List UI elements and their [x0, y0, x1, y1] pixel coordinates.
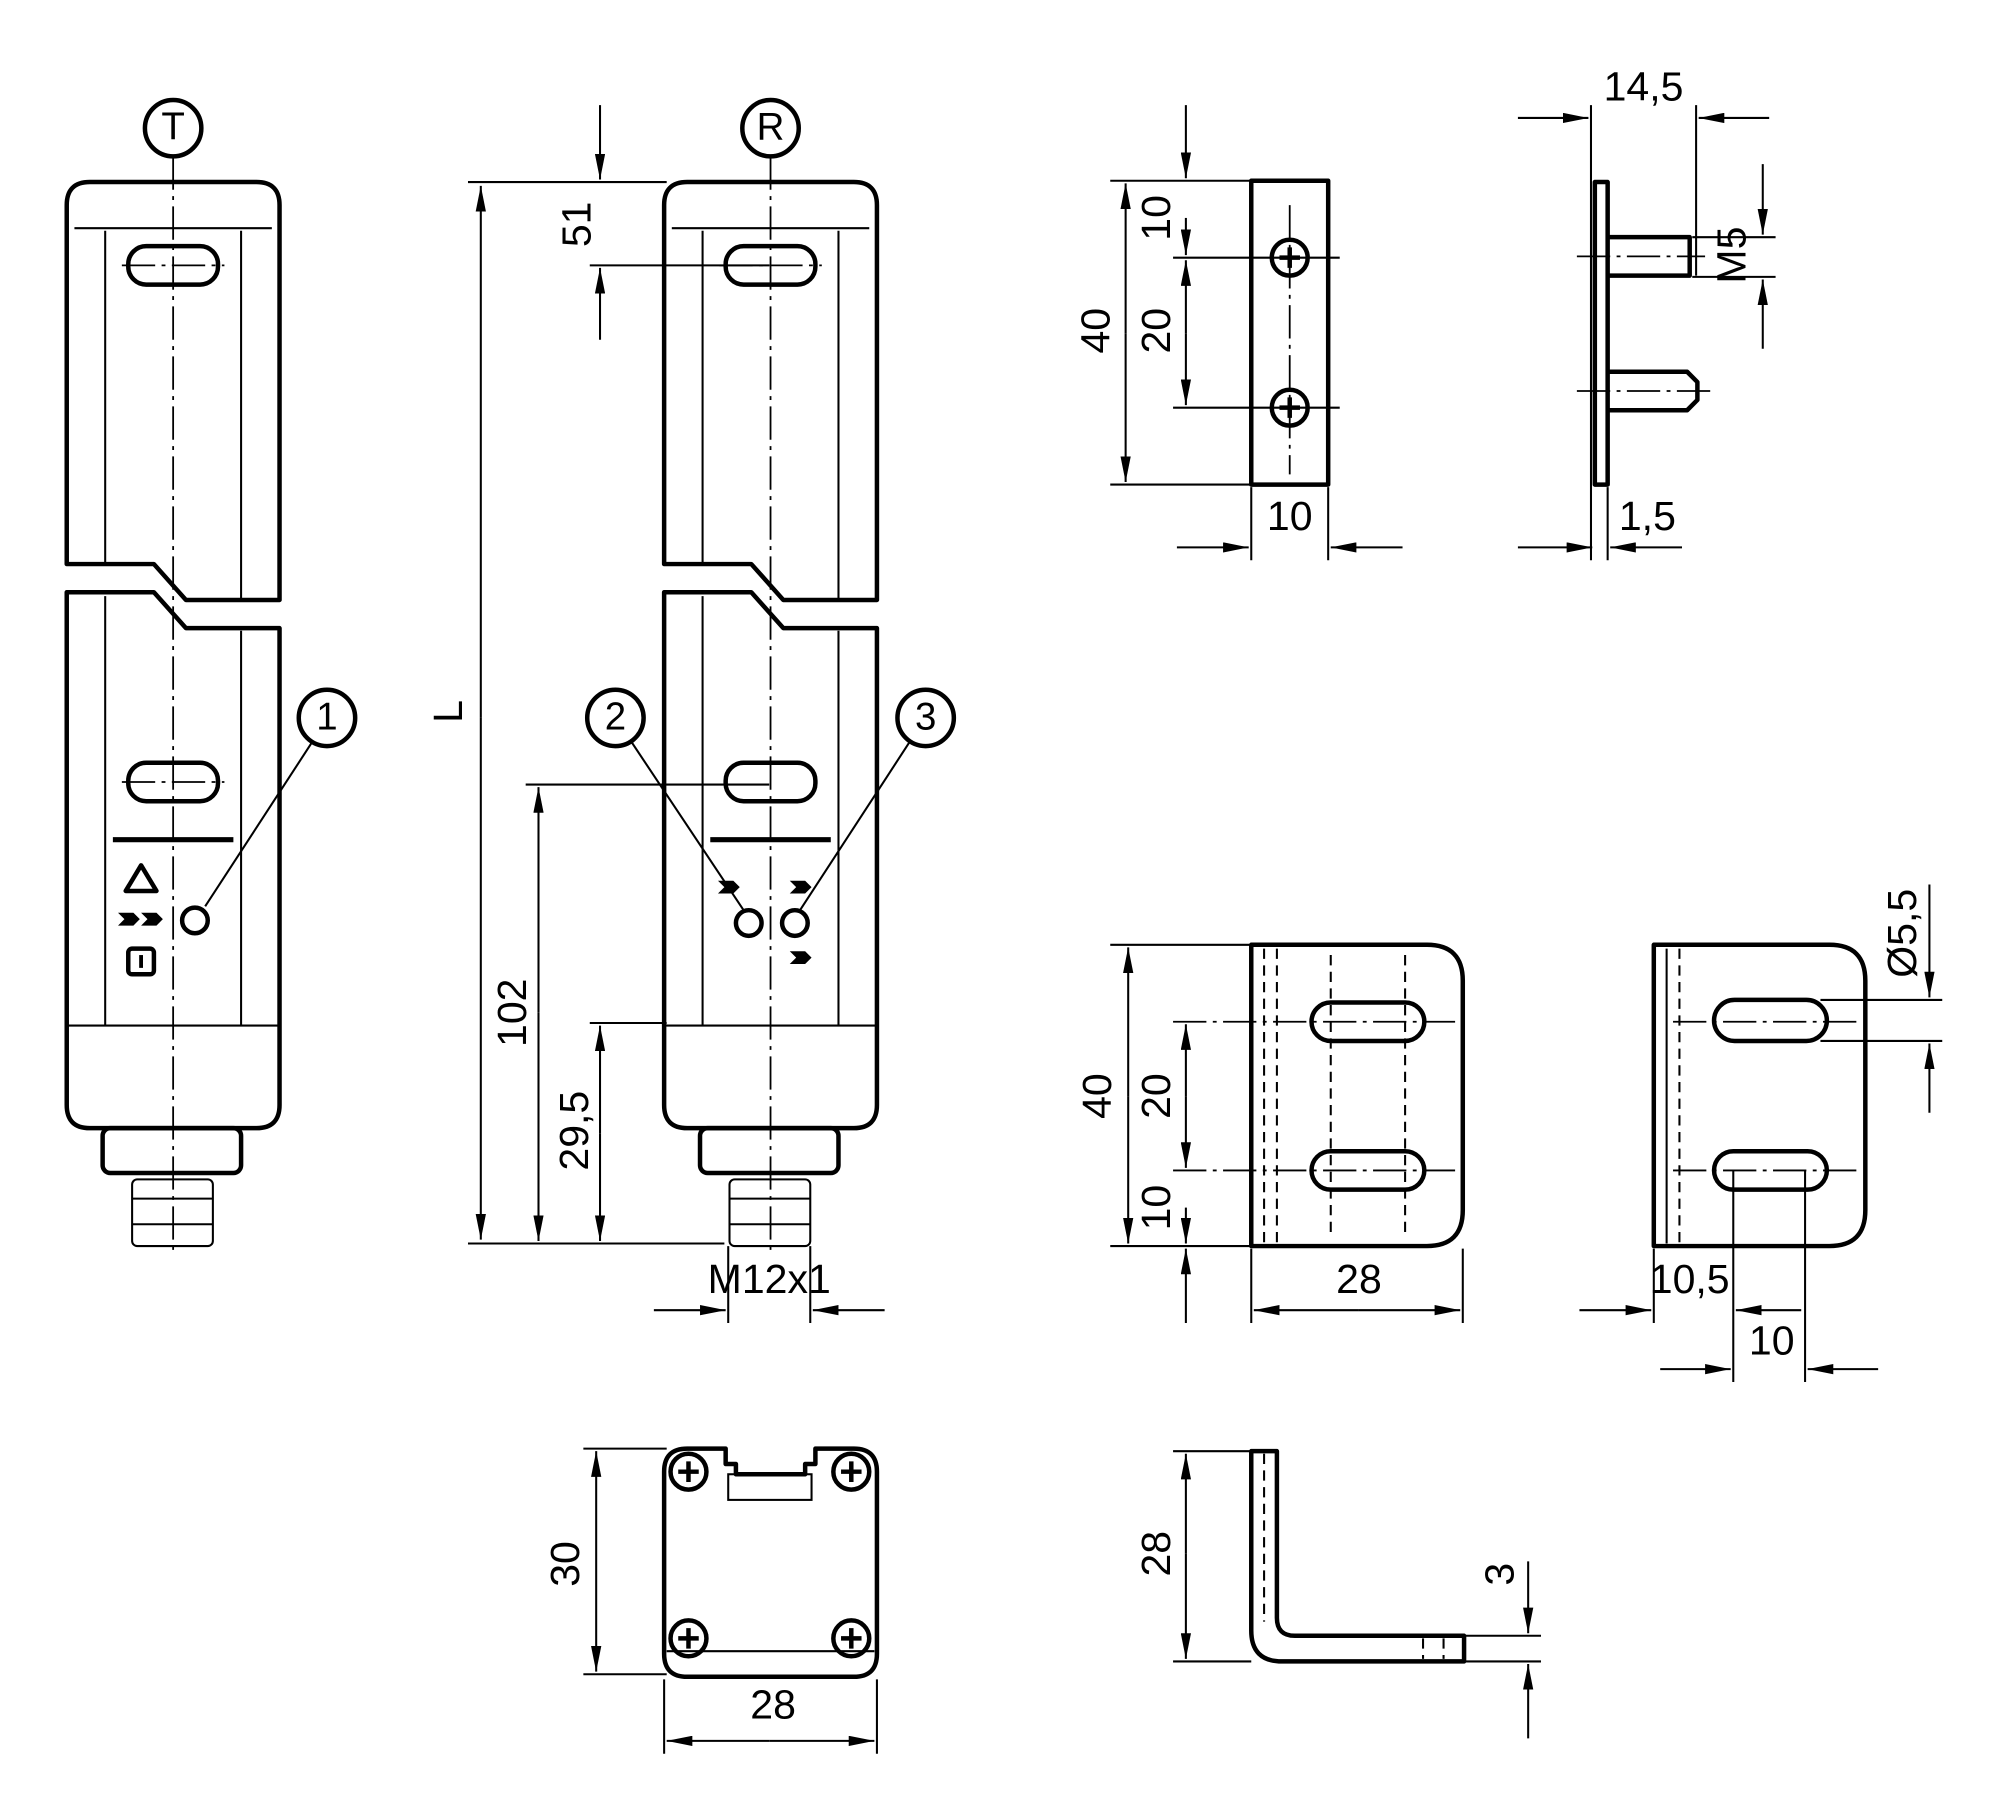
bracket-front-view: 40 20 10 28	[1074, 942, 1466, 1323]
dim-bracket-width: 28	[1336, 1256, 1382, 1302]
led-indicator	[179, 905, 210, 936]
dim-length: L	[425, 700, 471, 723]
view-tag-r: R	[757, 106, 785, 149]
dim-102: 102	[489, 979, 535, 1047]
dim-pin-length: 14,5	[1604, 64, 1684, 110]
bracket-side-view: 28 3	[1133, 1448, 1541, 1739]
mounting-slot	[1711, 997, 1830, 1044]
dim-connector: M12x1	[708, 1256, 831, 1302]
dim-bracket-bottom: 10	[1133, 1185, 1179, 1231]
dim-housing-depth: 30	[542, 1541, 588, 1587]
dim-plate-thickness: 1,5	[1619, 493, 1676, 539]
callout-3: 3	[915, 695, 936, 738]
mounting-plate-side: 14,5 M5 1,5	[1517, 64, 1776, 561]
dim-pin-thread: M5	[1708, 227, 1754, 284]
dim-slot-offset: 10,5	[1650, 1256, 1730, 1302]
dim-slot-diameter: Ø5,5	[1879, 889, 1925, 978]
callout-2: 2	[605, 695, 626, 738]
dim-housing-width: 28	[750, 1681, 796, 1727]
arrow-icon	[118, 912, 163, 926]
dim-slot-length: 10	[1749, 1317, 1795, 1363]
dim-bracket-side-height: 28	[1133, 1531, 1179, 1577]
dim-bracket-thickness: 3	[1476, 1563, 1522, 1586]
receiver-view: R 2 3 L 51 102 29,5 M12x1	[425, 97, 957, 1323]
dim-plate-pitch: 20	[1133, 308, 1179, 354]
dim-plate-width: 10	[1267, 493, 1313, 539]
screw-icon	[668, 1451, 872, 1659]
power-icon	[126, 946, 157, 977]
dim-bracket-pitch: 20	[1133, 1073, 1179, 1119]
dim-top-offset: 51	[553, 202, 599, 248]
dim-plate-height: 40	[1073, 308, 1119, 354]
dim-plate-top: 10	[1133, 195, 1179, 241]
housing-top-view: 30 28	[542, 1446, 880, 1754]
dim-bracket-height: 40	[1074, 1073, 1120, 1119]
arrow-icon	[717, 880, 812, 965]
transmitter-view: T 1	[64, 97, 358, 1250]
led-indicator	[733, 907, 764, 939]
led-indicator	[779, 907, 810, 939]
warning-icon	[123, 863, 159, 894]
bracket-slot-view: Ø5,5 10,5 10	[1579, 884, 1943, 1382]
view-tag-t: T	[161, 106, 184, 149]
dim-29-5: 29,5	[551, 1091, 597, 1171]
callout-1: 1	[316, 695, 337, 738]
mounting-plate-front: 40 10 20 10	[1073, 105, 1403, 561]
